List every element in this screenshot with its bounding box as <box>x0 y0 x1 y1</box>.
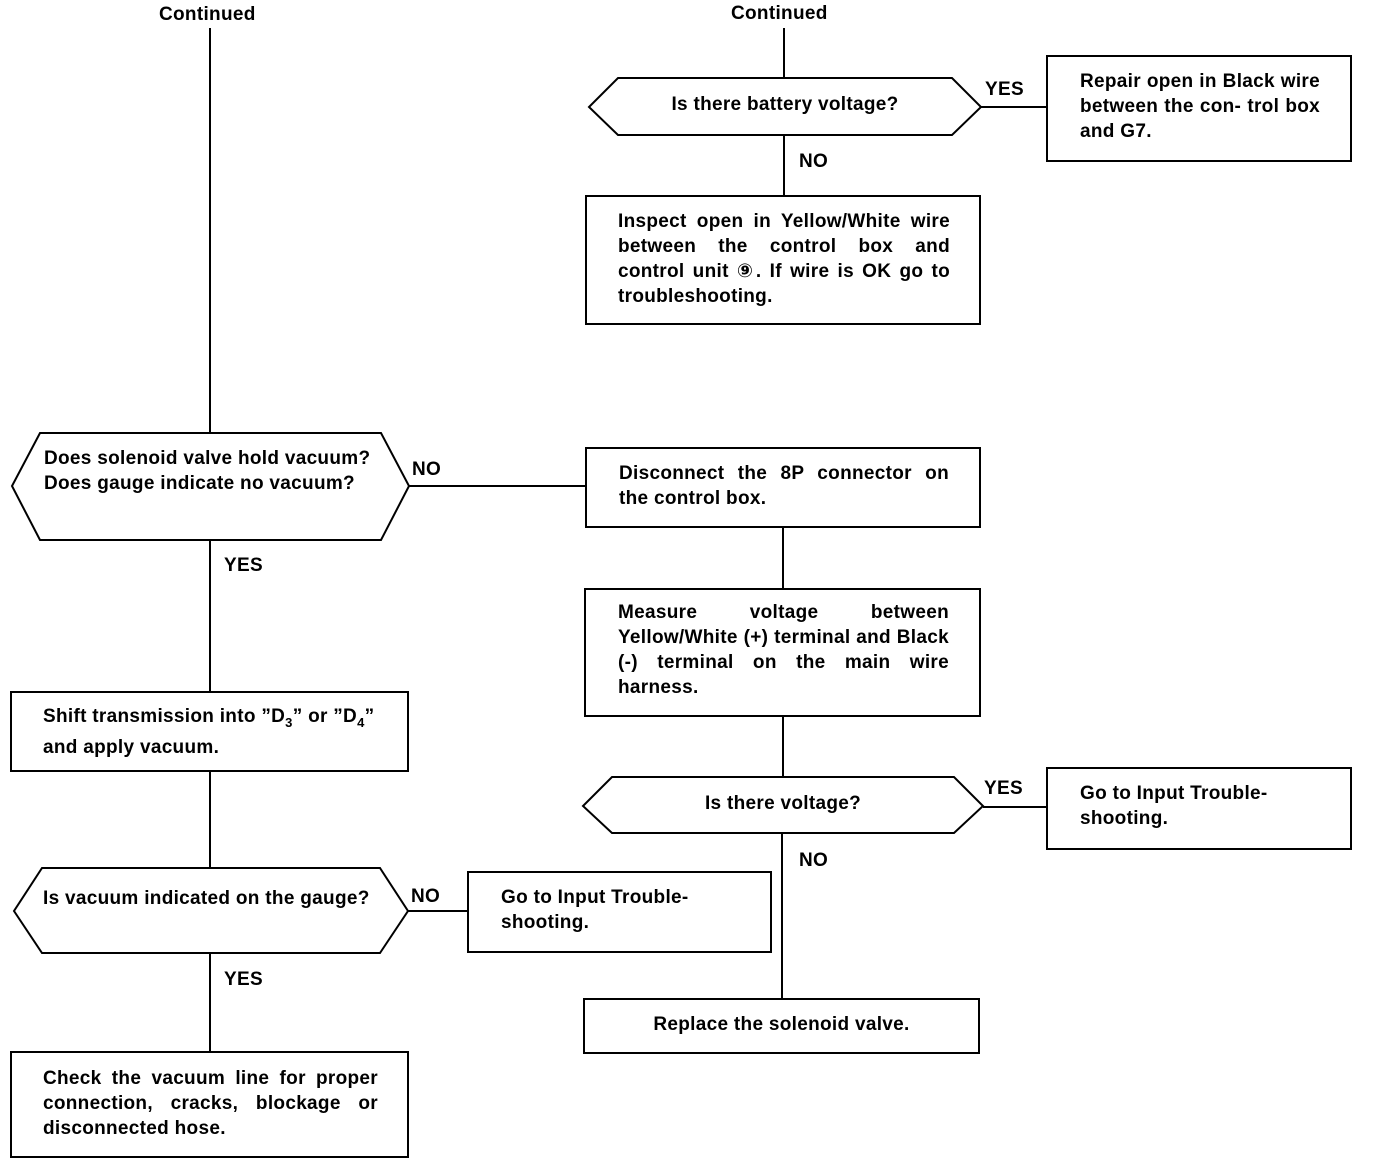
decision-battery-voltage <box>587 77 983 136</box>
shift-text-sub-4: 4 <box>357 714 365 730</box>
go-input-troubleshooting-right-box: Go to Input Trouble- shooting. <box>1046 767 1352 850</box>
inspect-yellow-white-box: Inspect open in Yellow/White wire betwee… <box>585 195 981 325</box>
vacuum-indicated-question: Is vacuum indicated on the gauge? <box>43 888 370 909</box>
measure-voltage-box: Measure voltage between Yellow/White (+)… <box>584 588 981 717</box>
repair-black-wire-text: Repair open in Black wire between the co… <box>1080 71 1320 142</box>
battery-yes-label: YES <box>985 79 1024 100</box>
shift-text-mid: ” or ”D <box>292 706 358 727</box>
voltage-no-label: NO <box>799 850 829 871</box>
replace-solenoid-text: Replace the solenoid valve. <box>653 1014 910 1035</box>
solenoid-yes-label: YES <box>224 555 263 576</box>
shift-text-prefix: Shift transmission into ”D <box>43 706 286 727</box>
solenoid-vacuum-question: Does solenoid valve hold vacuum? Does ga… <box>44 446 377 496</box>
shift-text-sub-3: 3 <box>285 714 293 730</box>
solenoid-question-line1: Does solenoid valve hold vacuum? <box>44 448 371 469</box>
measure-voltage-text: Measure voltage between Yellow/White (+)… <box>618 602 949 698</box>
solenoid-no-label: NO <box>412 459 442 480</box>
repair-black-wire-box: Repair open in Black wire between the co… <box>1046 55 1352 162</box>
vacuum-yes-label: YES <box>224 969 263 990</box>
solenoid-question-line2: Does gauge indicate no vacuum? <box>44 473 355 494</box>
check-vacuum-line-text: Check the vacuum line for proper connect… <box>43 1068 378 1139</box>
inspect-yellow-white-text: Inspect open in Yellow/White wire betwee… <box>618 211 950 307</box>
decision-vacuum-indicated <box>12 867 410 954</box>
battery-voltage-question: Is there battery voltage? <box>671 94 899 115</box>
vacuum-no-label: NO <box>411 886 441 907</box>
continued-right-label: Continued <box>731 3 828 24</box>
voltage-yes-label: YES <box>984 778 1023 799</box>
voltage-question: Is there voltage? <box>704 793 862 814</box>
disconnect-8p-text: Disconnect the 8P connector on the contr… <box>619 463 949 509</box>
go-input-troubleshooting-left-box: Go to Input Trouble- shooting. <box>467 871 772 953</box>
check-vacuum-line-box: Check the vacuum line for proper connect… <box>10 1051 409 1158</box>
disconnect-8p-box: Disconnect the 8P connector on the contr… <box>585 447 981 528</box>
replace-solenoid-box: Replace the solenoid valve. <box>583 998 980 1054</box>
shift-transmission-box: Shift transmission into ”D3” or ”D4” and… <box>10 691 409 772</box>
decision-solenoid-vacuum <box>10 432 411 541</box>
go-input-troubleshooting-left-text: Go to Input Trouble- shooting. <box>501 887 689 933</box>
shift-text-suffix: ” and apply vacuum. <box>43 706 375 758</box>
go-input-troubleshooting-right-text: Go to Input Trouble- shooting. <box>1080 783 1268 829</box>
shift-transmission-text: Shift transmission into ”D3” or ”D4” and… <box>43 704 380 760</box>
battery-no-label: NO <box>799 151 829 172</box>
decision-voltage <box>581 776 985 834</box>
continued-left-label: Continued <box>159 4 256 25</box>
